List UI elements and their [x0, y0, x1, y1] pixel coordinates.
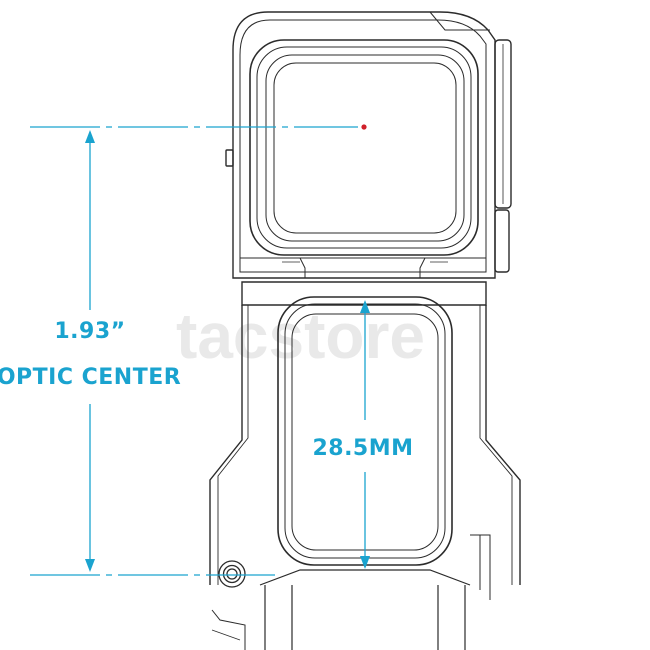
arrow-down-icon [85, 559, 95, 572]
window-width-label: 28.5MM [312, 436, 413, 461]
watermark-text: tacstore [176, 300, 425, 372]
optic-height-label: OPTIC CENTER [0, 365, 181, 390]
optic-height-value: 1.93” [54, 319, 125, 344]
optic-housing [225, 11, 512, 279]
screw-icon [218, 560, 246, 588]
arrow-up-icon [85, 130, 95, 143]
dimension-arrows [85, 130, 370, 572]
arrow-down-icon [360, 556, 370, 569]
arrow-up-icon [360, 300, 370, 313]
dimension-lines [30, 126, 366, 576]
red-dot-icon [361, 124, 367, 130]
watermark: tacstore [176, 300, 425, 372]
